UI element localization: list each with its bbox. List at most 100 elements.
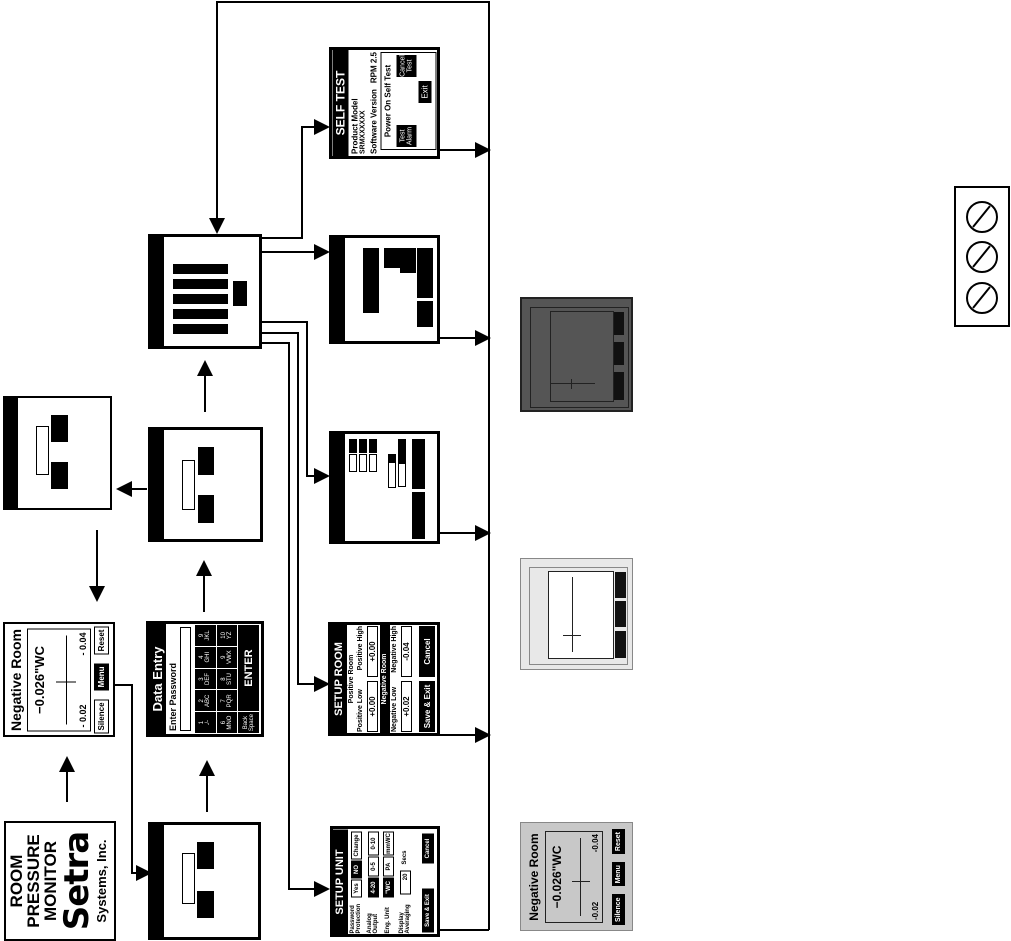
light-panel-button-1[interactable]	[615, 572, 626, 598]
software-version-label: Software Version	[369, 89, 378, 154]
light-device-panel	[520, 558, 633, 670]
reset-button[interactable]: Reset	[94, 626, 109, 654]
dark-panel-button-2[interactable]	[614, 342, 624, 365]
dark-panel-button-1[interactable]	[614, 312, 624, 335]
menu-item-setup-unit[interactable]	[173, 324, 228, 334]
checkbox-5[interactable]	[398, 463, 406, 487]
pressure-reading: −0.026"WC	[32, 645, 47, 714]
cancel-test-button[interactable]: Cancel Test	[396, 55, 416, 77]
menu-item-alarm[interactable]	[173, 294, 228, 304]
gray-room-title: Negative Room	[526, 832, 541, 921]
display-averaging-field[interactable]: 20	[400, 870, 411, 894]
light-panel-button-3[interactable]	[615, 631, 626, 658]
ok-button[interactable]	[198, 447, 214, 475]
gray-pressure-reading: −0.026"WC	[549, 845, 564, 908]
setting-ok-button[interactable]	[417, 248, 433, 298]
key-8[interactable]: 8 STU	[216, 668, 238, 690]
logo-line-systems: Systems, Inc.	[94, 839, 109, 923]
analog-0-10-option[interactable]: 0-10	[368, 831, 379, 855]
pot-dial-3	[966, 282, 998, 314]
gray-reset-button[interactable]: Reset	[611, 828, 625, 854]
positive-low-label: Positive Low	[357, 689, 364, 732]
password-field[interactable]	[36, 426, 49, 475]
gray-low-limit: -0.02	[590, 901, 600, 920]
negative-high-field[interactable]: -0.04	[401, 626, 412, 677]
alarm-cancel-button[interactable]	[412, 492, 425, 539]
password-screen-bottom	[148, 822, 261, 940]
negative-low-label: Negative Low	[391, 686, 398, 732]
checkbox-1[interactable]	[349, 454, 357, 472]
setting-cancel-button[interactable]	[417, 301, 433, 327]
ok-button[interactable]	[51, 415, 68, 442]
analog-0-5-option[interactable]: 0-5	[368, 856, 379, 876]
key-4[interactable]: 4 GHI	[195, 646, 216, 668]
key-2[interactable]: 2 ABC	[195, 690, 216, 712]
menu-button[interactable]: Menu	[94, 662, 109, 690]
high-limit: - 0.04	[78, 632, 88, 656]
positive-low-field[interactable]: +0.00	[367, 681, 378, 732]
test-alarm-button[interactable]: Test Alarm	[396, 125, 416, 147]
cancel-button[interactable]: Cancel	[419, 626, 435, 677]
cancel-button[interactable]	[51, 462, 68, 489]
eng-mmwc-option[interactable]: mmWC	[383, 831, 394, 855]
menu-item-display[interactable]	[173, 279, 228, 289]
gray-menu-button[interactable]: Menu	[611, 861, 625, 886]
enter-key[interactable]: ENTER	[238, 625, 259, 712]
password-input[interactable]	[180, 627, 191, 731]
checkbox-3[interactable]	[369, 454, 377, 472]
logo-line-pressure: PRESSURE	[24, 834, 43, 928]
arrow-menu-to-selftest	[262, 119, 330, 239]
menu-exit-button[interactable]	[233, 281, 247, 306]
password-field[interactable]	[182, 853, 195, 904]
negative-low-field[interactable]: +0.02	[401, 681, 412, 732]
key-9[interactable]: 9 VWX	[216, 646, 238, 668]
checkbox-4[interactable]	[388, 462, 396, 488]
key-6[interactable]: 6 MNO	[216, 712, 238, 733]
arrow-main-to-blank	[115, 684, 152, 881]
light-panel-button-2[interactable]	[615, 601, 626, 627]
cancel-button[interactable]	[197, 891, 214, 918]
checkbox-2[interactable]	[359, 454, 367, 472]
exit-button[interactable]: Exit	[418, 81, 431, 103]
dark-device-panel	[520, 297, 633, 412]
eng-pa-option[interactable]: PA	[383, 856, 394, 876]
analog-4-20-option[interactable]: 4-20	[368, 877, 379, 897]
eng-wc-option[interactable]: "WC	[383, 877, 394, 897]
password-protection-label: Password Protection	[350, 903, 362, 933]
pot-dial-1	[966, 201, 998, 233]
cancel-button[interactable]: Cancel	[422, 833, 434, 863]
setting-bar-1[interactable]	[363, 248, 379, 313]
back-space-key[interactable]: Back Space	[238, 712, 259, 733]
ok-button[interactable]	[197, 842, 214, 869]
menu-item-self-test[interactable]	[173, 264, 228, 274]
save-exit-button[interactable]: Save & Exit	[422, 888, 434, 932]
positive-high-field[interactable]: +0.00	[367, 626, 378, 677]
power-on-label: Power On Self Test	[383, 64, 392, 138]
password-yes-option[interactable]: Yes	[351, 879, 362, 897]
save-exit-button[interactable]: Save & Exit	[419, 681, 435, 732]
setting-bar-2[interactable]	[384, 248, 400, 268]
setting-bar-3[interactable]	[400, 248, 416, 273]
password-no-option[interactable]: NO	[351, 860, 362, 878]
key-7[interactable]: 7 PQR	[216, 690, 238, 712]
negative-room-label: Negative Room	[380, 625, 390, 733]
key-3[interactable]: 3 DEF	[195, 668, 216, 690]
product-model-value: SRMXXXXXX	[359, 110, 366, 154]
password-prompt: Enter Password	[168, 662, 178, 731]
alarm-ok-button[interactable]	[412, 439, 425, 489]
cancel-button[interactable]	[198, 495, 214, 523]
data-entry-title: Data Entry	[149, 624, 166, 734]
password-field[interactable]	[182, 460, 195, 510]
key-1[interactable]: 1 ./-	[195, 712, 216, 733]
silence-button[interactable]: Silence	[94, 698, 109, 733]
menu-item-setup-room[interactable]	[173, 309, 228, 319]
key-5[interactable]: 9 JKL	[195, 625, 216, 646]
gray-silence-button[interactable]: Silence	[611, 893, 625, 925]
dark-panel-button-3[interactable]	[614, 372, 624, 400]
negative-high-label: Negative High	[391, 626, 398, 673]
pot-dial-2	[966, 241, 998, 273]
key-10[interactable]: 10 YZ	[216, 625, 238, 646]
self-test-screen: SELF TEST Product Model SRMXXXXXX Softwa…	[329, 47, 440, 159]
password-change-button[interactable]: Change	[351, 831, 362, 859]
